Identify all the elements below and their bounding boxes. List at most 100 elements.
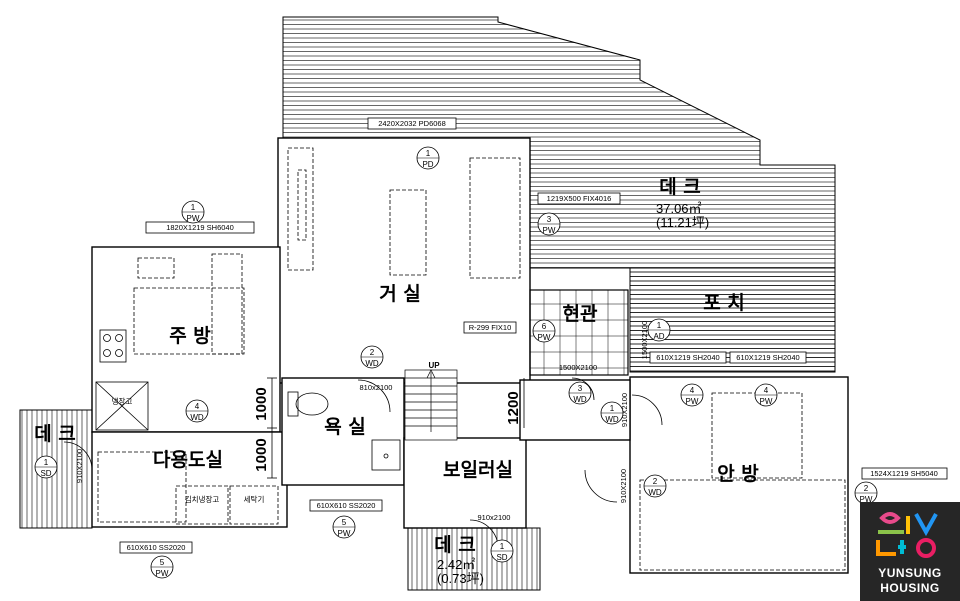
tag-3-pw: 3 PW [537,212,561,236]
spec-fix-living: R-299 FIX10 [469,323,512,332]
logo-text-2: HOUSING [880,581,940,595]
stairs-up-label: UP [428,361,440,370]
door-dim-porch-side: 1500X2100 [640,321,649,359]
dimension-lines [267,377,525,479]
room-label-living: 거 실 [379,283,421,305]
dim-1200: 1200 [505,391,522,424]
spec-pd-top: 2420X2032 PD6068 [378,119,446,128]
dim-1000-top: 1000 [253,387,270,420]
tag-1-ad: 1 AD [647,318,671,342]
fridge-label: 냉장고 [112,396,133,406]
svg-text:PW: PW [187,214,200,223]
tag-3-wd: 3 WD [568,381,592,405]
stairs [404,369,458,441]
tag-4-wd: 4 WD [185,399,209,423]
svg-text:5: 5 [160,558,165,567]
deck-main-area: 37.06㎡ [656,201,702,216]
tag-2-wd: 2 WD [360,345,384,369]
svg-text:4: 4 [690,386,695,395]
svg-text:PW: PW [860,495,873,504]
svg-text:3: 3 [547,215,552,224]
door-dim-boiler: 910x2100 [478,513,511,522]
tag-5-pw-b: 5 PW [150,555,174,579]
deck-bottom-area-py: (0.73坪) [437,571,484,586]
svg-text:1: 1 [500,542,505,551]
room-label-utility: 다용도실 [153,449,223,471]
logo-text-1: YUNSUNG [878,566,942,580]
door-dim-bath: 810x2100 [360,383,393,392]
tag-1-pw: 1 PW [181,200,205,224]
spec-pw-kitchen: 1820X1219 SH6040 [166,223,234,232]
svg-text:5: 5 [342,518,347,527]
svg-text:1: 1 [610,404,615,413]
spec-entrance-dim: 1500X2100 [559,363,597,372]
svg-text:4: 4 [195,402,200,411]
room-label-boiler: 보일러실 [443,459,513,481]
toilet [287,391,329,417]
entrance-tile [529,289,629,376]
door-dim-master-side: 910X2100 [620,393,629,427]
svg-text:PW: PW [686,397,699,406]
tag-1-pd: 1 PD [416,146,440,170]
svg-text:AD: AD [653,332,664,341]
svg-text:WD: WD [648,488,662,497]
svg-text:4: 4 [764,386,769,395]
spec-boxes [119,117,948,554]
washer-label: 세탁기 [244,494,265,504]
deck-bottom-area: 2.42㎡ [437,557,475,572]
svg-text:PW: PW [760,397,773,406]
tag-4-pw-b: 4 PW [754,383,778,407]
svg-text:1: 1 [191,203,196,212]
fridge [95,381,149,431]
tag-1-wd: 1 WD [600,401,624,425]
spec-fix-deck: 1219X500 FIX4016 [547,194,612,203]
logo-mark-icon [876,512,938,558]
svg-text:1: 1 [426,149,431,158]
room-label-master: 안 방 [717,463,759,485]
kimchi-fridge-label: 김치냉장고 [185,494,220,504]
dim-1000-bottom: 1000 [253,438,270,471]
tag-6-pw: 6 PW [532,319,556,343]
room-label-bath: 욕 실 [324,416,366,438]
room-label-deck-main: 데 크 [659,176,701,198]
svg-text:2: 2 [864,484,869,493]
tag-1-sd-a: 1 SD [34,455,58,479]
spec-sh-master: 1524X1219 SH5040 [870,469,938,478]
svg-text:WD: WD [365,359,379,368]
tag-5-pw-a: 5 PW [332,515,356,539]
spec-ss-utility: 610X610 SS2020 [127,543,186,552]
door-dim-utility-side: 910X2100 [75,449,84,483]
tag-2-wd-b: 2 WD [643,474,667,498]
svg-text:WD: WD [573,395,587,404]
svg-text:WD: WD [605,415,619,424]
svg-text:PD: PD [422,160,433,169]
tag-2-pw: 2 PW [854,481,878,505]
spec-ss-bath: 610X610 SS2020 [317,501,376,510]
room-label-entrance: 현관 [563,303,598,325]
door-dim-master-lower: 910X2100 [619,469,628,503]
svg-text:2: 2 [653,477,658,486]
stove [99,329,127,363]
svg-text:PW: PW [156,569,169,578]
room-label-kitchen: 주 방 [169,325,211,347]
svg-text:3: 3 [578,384,583,393]
svg-text:2: 2 [370,348,375,357]
door-swings [63,377,663,549]
svg-text:1: 1 [657,321,662,330]
tag-4-pw-a: 4 PW [680,383,704,407]
svg-text:PW: PW [538,333,551,342]
company-logo: YUNSUNG HOUSING [860,502,960,601]
washbasin [371,439,401,471]
tag-1-sd-b: 1 SD [490,539,514,563]
svg-text:1: 1 [44,458,49,467]
spec-sh-porch1: 610X1219 SH2040 [656,353,719,362]
deck-main-area-py: (11.21坪) [656,215,709,230]
svg-text:WD: WD [190,413,204,422]
svg-text:PW: PW [543,226,556,235]
room-label-deck-left: 데 크 [34,423,76,445]
svg-text:SD: SD [40,469,51,478]
svg-text:SD: SD [496,553,507,562]
spec-sh-porch2: 610X1219 SH2040 [736,353,799,362]
svg-text:PW: PW [338,529,351,538]
